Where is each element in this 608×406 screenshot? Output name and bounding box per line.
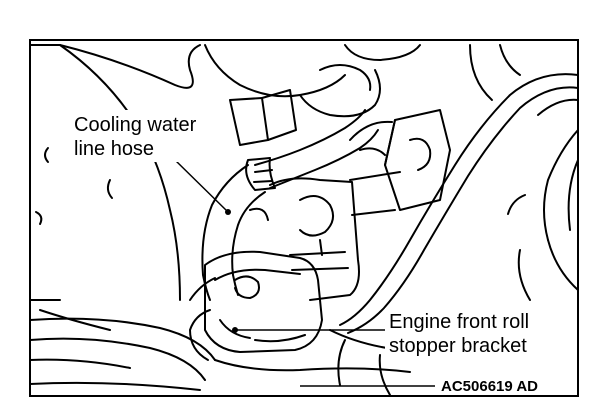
right-cable-inner <box>347 86 578 334</box>
stopper-bracket <box>204 250 323 353</box>
cooling-hose-label-line2: line hose <box>74 138 154 160</box>
hose-descent-left <box>201 164 249 301</box>
bracket-leader-dot <box>232 327 238 333</box>
bracket-label-line2: stopper bracket <box>389 335 527 357</box>
cooling-hose-label-line1: Cooling water <box>74 114 197 136</box>
cooling-hose-bottom <box>269 129 379 189</box>
cooling-hose-top <box>254 109 366 166</box>
hose-descent-right <box>231 191 266 296</box>
bracket-label-line1: Engine front roll <box>389 311 529 333</box>
engine-body <box>269 177 360 301</box>
figure-code: AC506619 AD <box>441 378 538 395</box>
cooling-hose-leader <box>174 159 229 213</box>
hose-clamp <box>245 157 276 191</box>
upper-left-panel <box>30 44 201 89</box>
right-cable-outer <box>339 73 578 326</box>
line-art <box>30 44 578 396</box>
cooling-hose-leader-dot <box>225 209 231 215</box>
lower-frame <box>30 317 216 361</box>
